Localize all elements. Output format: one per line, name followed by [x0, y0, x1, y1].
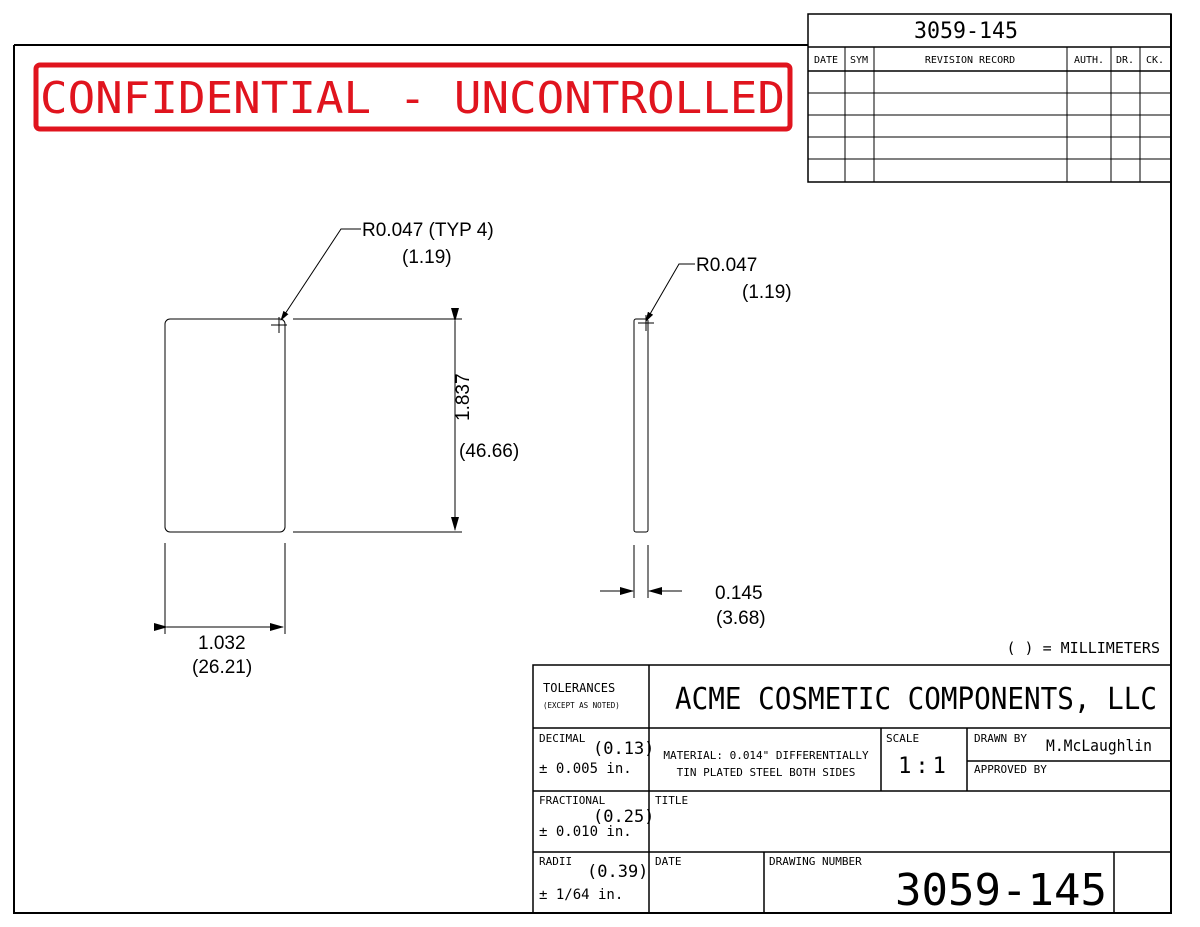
decimal-mm: (0.13) — [593, 739, 654, 759]
front-radius-label: R0.047 (TYP 4) — [362, 220, 494, 241]
thickness-dimension-mm: (3.68) — [716, 608, 766, 629]
side-view — [600, 263, 695, 598]
width-dimension-mm: (26.21) — [192, 657, 252, 678]
radii-value: ± 1/64 in. — [539, 887, 623, 903]
fractional-label: FRACTIONAL — [539, 794, 606, 807]
rev-header-date: DATE — [814, 55, 838, 66]
units-note: ( ) = MILLIMETERS — [1006, 639, 1160, 657]
confidential-stamp: CONFIDENTIAL - UNCONTROLLED — [33, 62, 793, 132]
height-dimension-mm: (46.66) — [459, 441, 519, 462]
fractional-mm: (0.25) — [593, 807, 654, 827]
side-radius-label: R0.047 — [696, 255, 757, 276]
stamp-text: CONFIDENTIAL - UNCONTROLLED — [40, 73, 785, 124]
drawn-by-label: DRAWN BY — [974, 732, 1027, 745]
front-radius-mm: (1.19) — [402, 247, 452, 268]
stamp-border — [33, 62, 793, 132]
drawing-number-label: DRAWING NUMBER — [769, 855, 862, 868]
tolerances-label: TOLERANCES — [543, 681, 615, 695]
revision-drawing-number: 3059-145 — [914, 19, 1018, 44]
front-view-outline — [164, 318, 286, 533]
rev-header-auth: AUTH. — [1074, 55, 1104, 66]
front-view — [154, 228, 462, 634]
radii-label: RADII — [539, 855, 572, 868]
thickness-dimension: 0.145 — [715, 583, 763, 604]
rev-header-ck: CK. — [1146, 55, 1164, 66]
drawn-by-value: M.McLaughlin — [1046, 736, 1152, 755]
side-radius-mm: (1.19) — [742, 282, 792, 303]
title-label: TITLE — [655, 794, 688, 807]
width-dimension: 1.032 — [198, 633, 246, 654]
rev-header-dr: DR. — [1116, 55, 1134, 66]
drawing-number-value: 3059-145 — [895, 865, 1107, 916]
side-view-outline — [633, 318, 649, 533]
material-line-2: TIN PLATED STEEL BOTH SIDES — [677, 766, 856, 779]
title-block — [532, 664, 1172, 914]
material-line-1: MATERIAL: 0.014" DIFFERENTIALLY — [663, 749, 869, 762]
radii-mm: (0.39) — [587, 862, 648, 882]
rev-header-sym: SYM — [850, 55, 868, 66]
approved-by-label: APPROVED BY — [974, 763, 1047, 776]
date-label: DATE — [655, 855, 682, 868]
fractional-value: ± 0.010 in. — [539, 824, 632, 840]
decimal-label: DECIMAL — [539, 732, 586, 745]
drawing-border — [13, 14, 1172, 914]
revision-block — [807, 13, 1172, 183]
scale-label: SCALE — [886, 732, 919, 745]
decimal-value: ± 0.005 in. — [539, 761, 632, 777]
rev-header-record: REVISION RECORD — [925, 55, 1015, 66]
height-dimension: 1.837 — [453, 373, 474, 421]
except-as-noted-label: (EXCEPT AS NOTED) — [543, 701, 620, 710]
scale-value: 1:1 — [898, 754, 950, 779]
company-name: ACME COSMETIC COMPONENTS, LLC — [675, 682, 1157, 717]
